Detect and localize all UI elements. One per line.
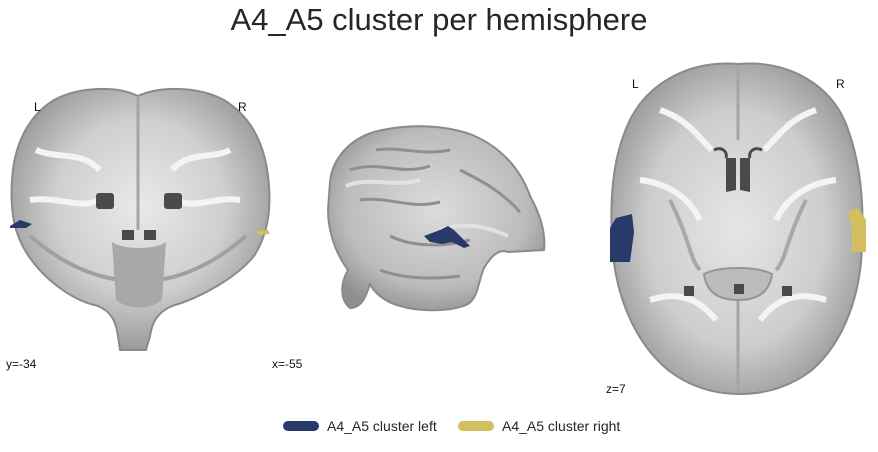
- sagittal-left-cluster: [424, 226, 470, 248]
- coronal-coordinate: y=-34: [6, 357, 37, 371]
- axial-left-label: L: [632, 77, 639, 91]
- figure-title: A4_A5 cluster per hemisphere: [230, 2, 648, 37]
- coronal-slice: [10, 88, 271, 351]
- axial-coordinate: z=7: [606, 382, 626, 396]
- sagittal-brain-outline: [326, 125, 546, 312]
- axial-right-label: R: [836, 77, 845, 91]
- axial-left-cluster: [610, 214, 634, 262]
- coronal-right-label: R: [238, 100, 247, 114]
- coronal-left-label: L: [34, 100, 41, 114]
- legend-label-left: A4_A5 cluster left: [327, 418, 437, 434]
- legend-swatch-left: [283, 421, 319, 431]
- sagittal-coordinate: x=-55: [272, 357, 303, 371]
- legend-item-right: A4_A5 cluster right: [458, 418, 620, 434]
- legend-label-right: A4_A5 cluster right: [502, 418, 621, 434]
- legend: A4_A5 cluster left A4_A5 cluster right: [0, 417, 878, 439]
- sagittal-slice: [326, 125, 546, 312]
- coronal-right-cluster: [256, 230, 270, 235]
- axial-brain-outline: [610, 62, 864, 396]
- coronal-left-cluster: [10, 220, 32, 228]
- legend-item-left: A4_A5 cluster left: [283, 418, 437, 434]
- axial-right-cluster: [848, 208, 866, 252]
- legend-swatch-right: [458, 421, 494, 431]
- axial-slice: [610, 62, 866, 396]
- coronal-brain-outline: [10, 88, 271, 351]
